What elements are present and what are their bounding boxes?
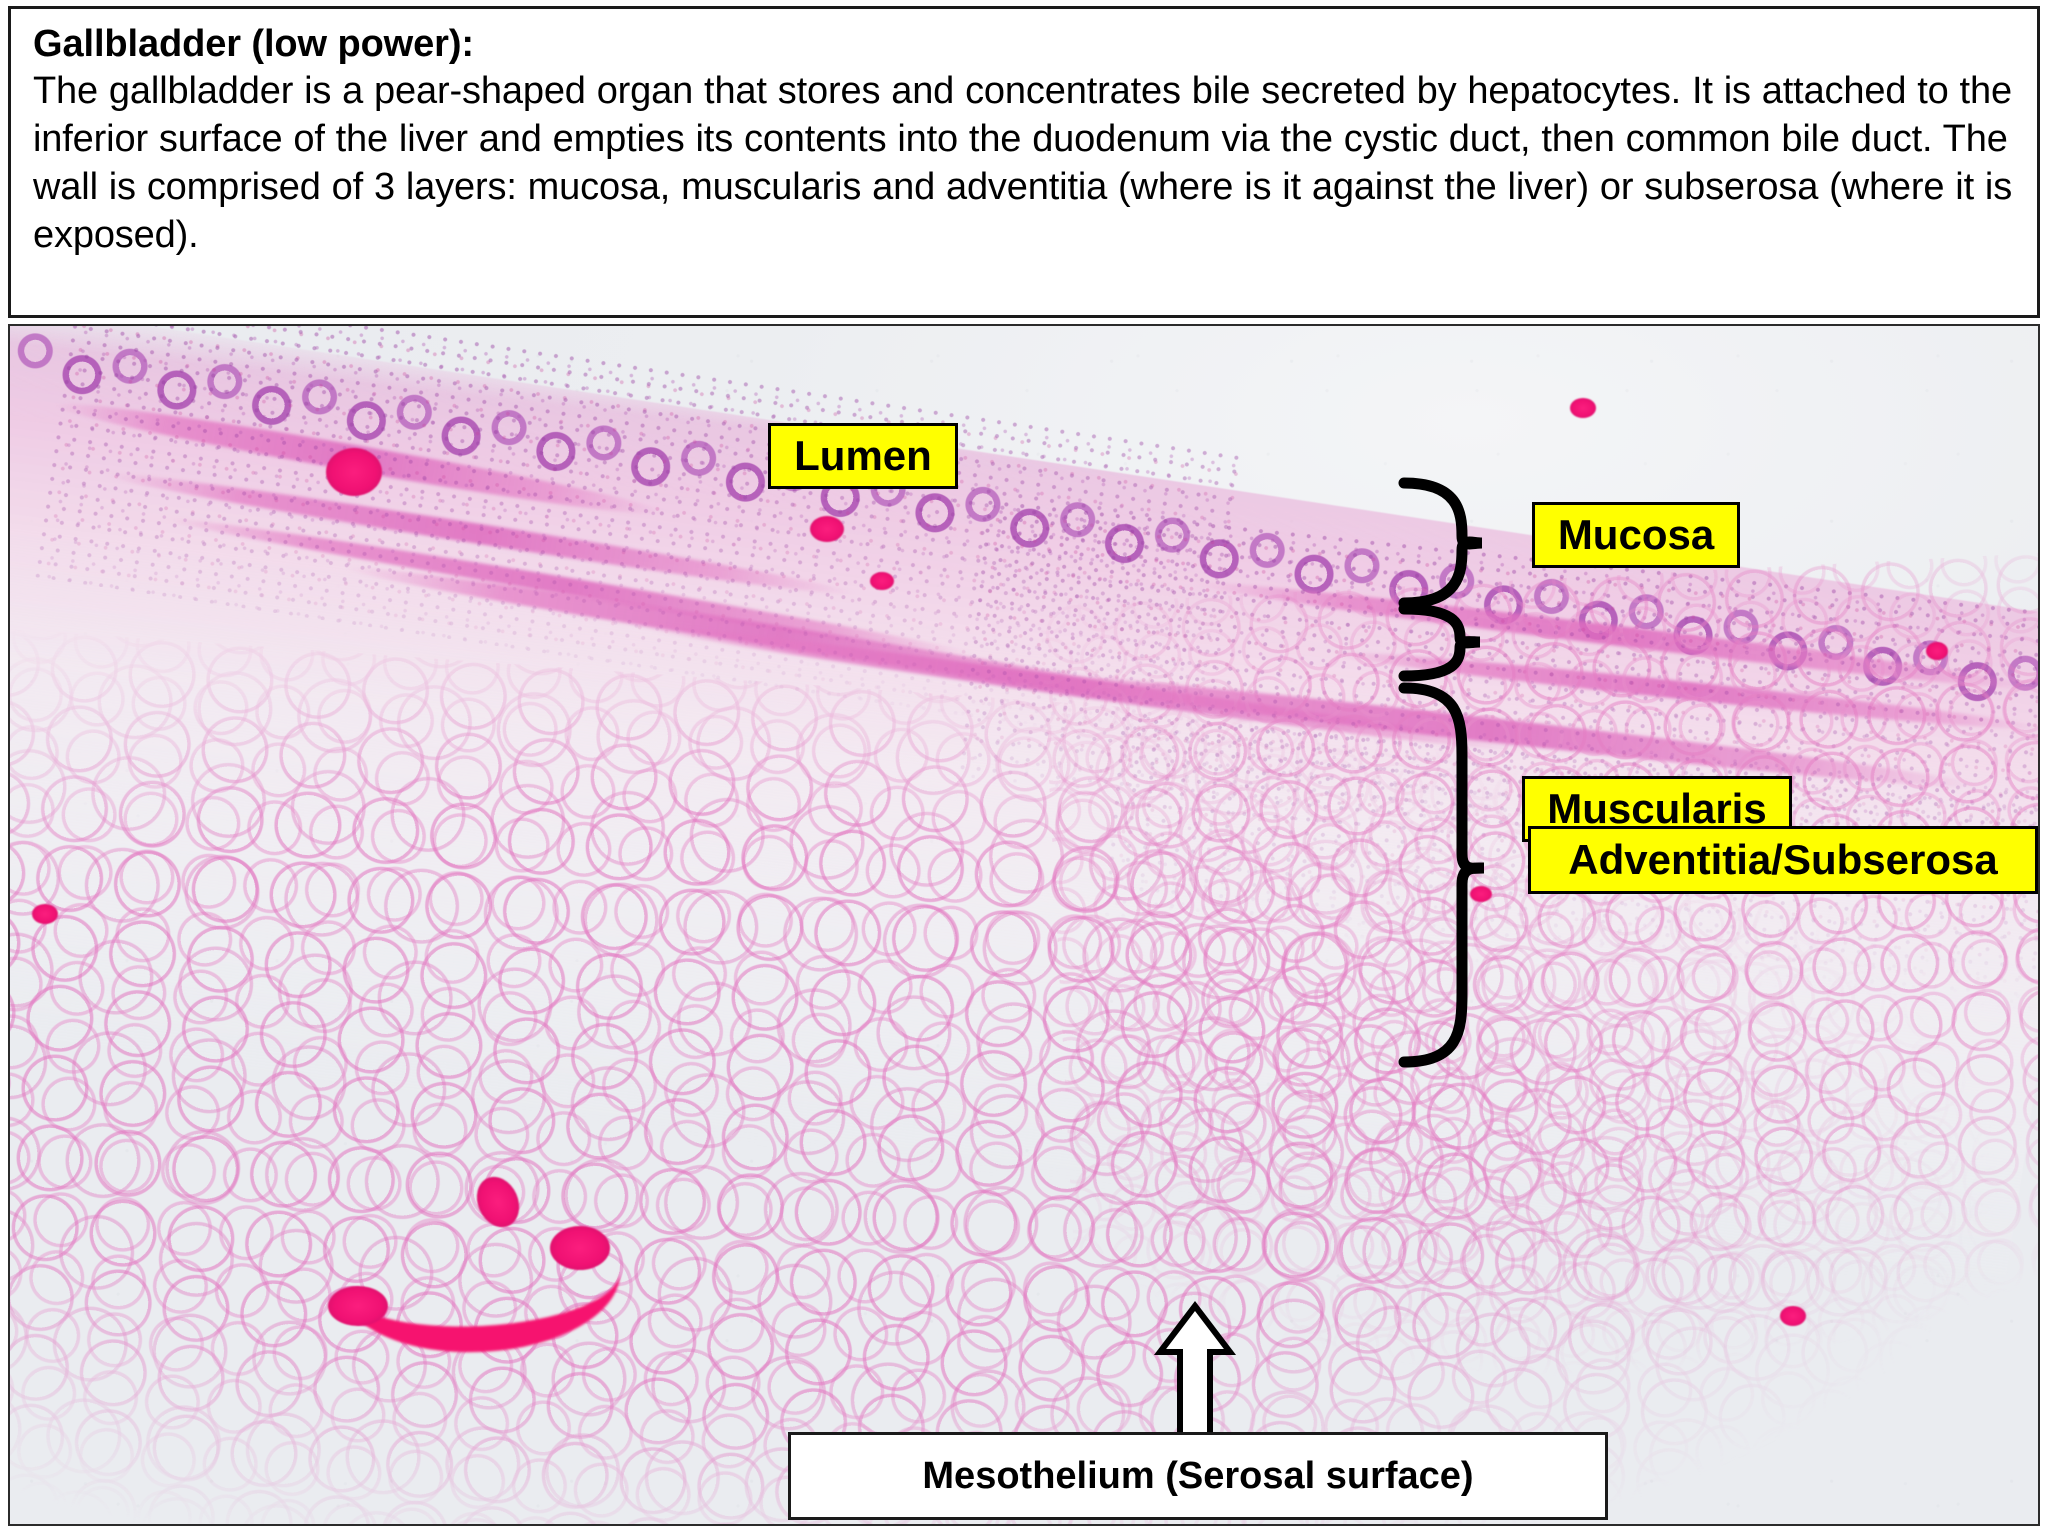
- blood-vessel: [1926, 642, 1948, 660]
- up-arrow-icon: [1153, 1301, 1237, 1450]
- blood-vessel: [1470, 886, 1492, 902]
- mesothelium-caption-text: Mesothelium (Serosal surface): [922, 1454, 1474, 1497]
- label-mucosa-text: Mucosa: [1557, 511, 1715, 558]
- large-blood-vessel-tail: [328, 1286, 388, 1326]
- blood-vessel: [870, 572, 894, 590]
- blood-vessel: [32, 904, 58, 924]
- label-adventitia-subserosa: Adventitia/Subserosa: [1528, 826, 2038, 894]
- large-blood-vessel-head: [550, 1226, 610, 1270]
- label-lumen-text: Lumen: [794, 432, 932, 479]
- label-lumen: Lumen: [768, 423, 958, 489]
- adipose-subserosa-tissue-right: [1039, 547, 2038, 1405]
- blood-vessel: [1780, 1306, 1806, 1326]
- label-mucosa: Mucosa: [1532, 502, 1740, 568]
- histology-micrograph: Lumen Mucosa Muscularis Adventitia/Subse…: [8, 324, 2040, 1526]
- label-adventitia-text: Adventitia/Subserosa: [1568, 836, 1998, 883]
- blood-vessel: [1570, 398, 1596, 418]
- blood-vessel: [326, 448, 382, 496]
- description-panel: Gallbladder (low power): The gallbladder…: [8, 6, 2040, 318]
- page-title: Gallbladder (low power):: [33, 23, 474, 65]
- description-text: The gallbladder is a pear-shaped organ t…: [33, 70, 2013, 256]
- blood-vessel: [810, 516, 844, 542]
- mesothelium-caption: Mesothelium (Serosal surface): [788, 1432, 1608, 1520]
- label-muscularis-text: Muscularis: [1547, 785, 1767, 832]
